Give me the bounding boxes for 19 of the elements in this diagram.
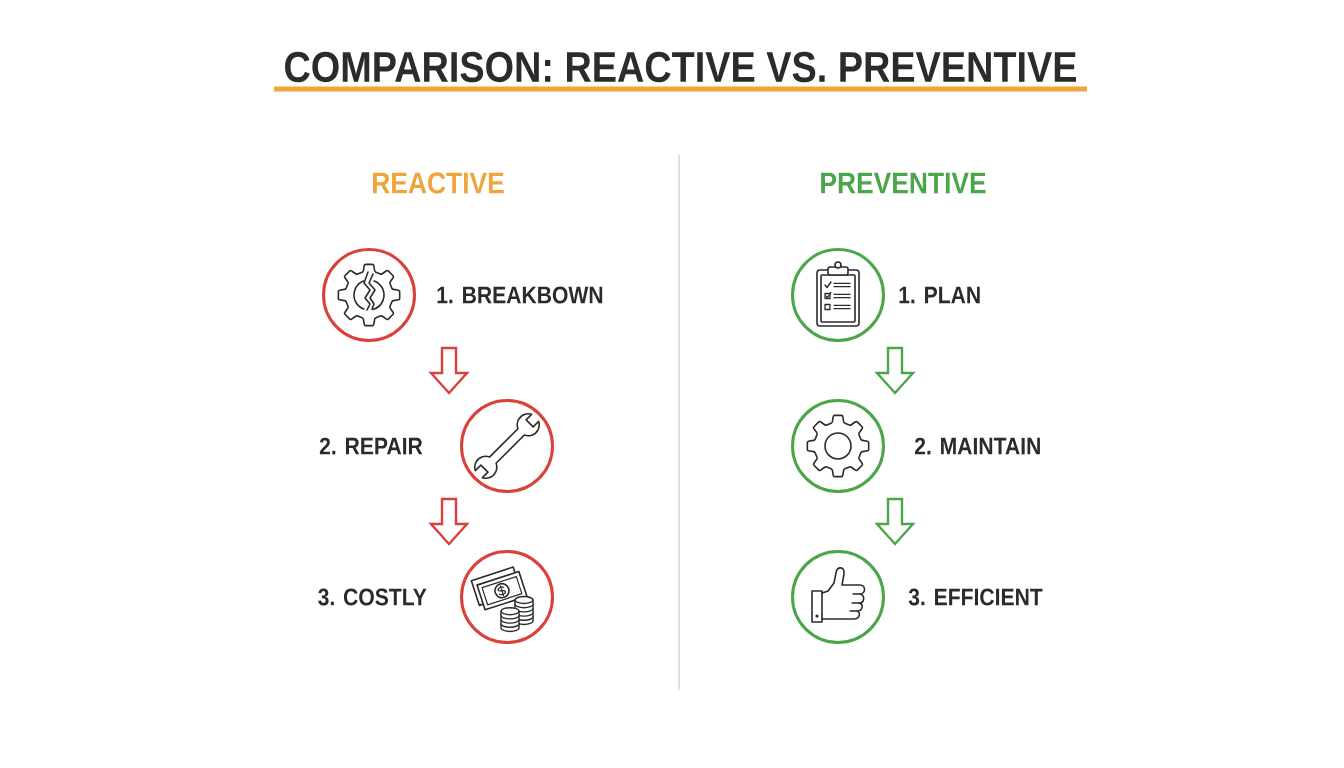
arrow <box>428 497 470 546</box>
step-circle <box>791 550 885 644</box>
step-label: 1. PLAN <box>899 286 980 304</box>
step-label: 2. REPAIR <box>319 437 423 455</box>
step-circle <box>791 248 885 342</box>
arrow <box>874 346 916 395</box>
step-label: 1. BREAKBOWN <box>437 286 603 304</box>
step-circle <box>791 399 885 493</box>
step-label: 2. MAINTAIN <box>914 437 1040 455</box>
arrow <box>428 346 470 395</box>
step-label: 3. EFFICIENT <box>908 588 1043 606</box>
title: COMPARISON: REACTIVE VS. PREVENTIVE <box>285 51 1077 83</box>
step-circle <box>460 399 554 493</box>
column-heading: PREVENTIVE <box>821 172 986 194</box>
step-circle <box>322 248 416 342</box>
step-circle <box>460 550 554 644</box>
arrow <box>874 497 916 546</box>
step-label: 3. COSTLY <box>318 588 427 606</box>
column-heading: REACTIVE <box>373 172 504 194</box>
